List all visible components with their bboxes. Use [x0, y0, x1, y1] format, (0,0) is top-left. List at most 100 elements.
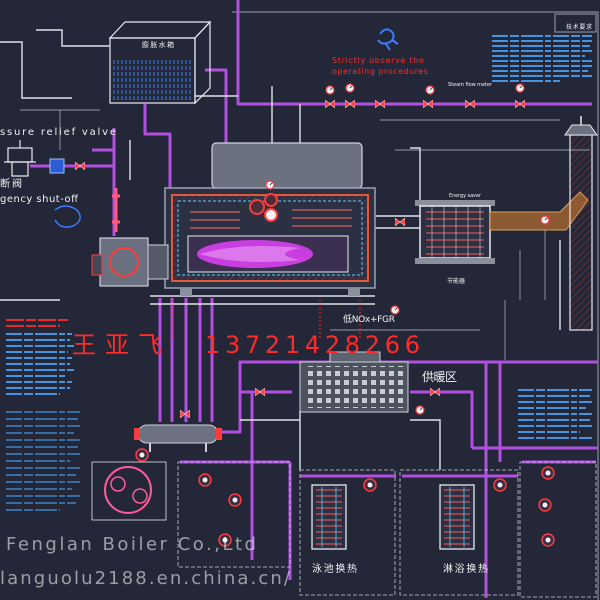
distributor-legs [149, 443, 207, 452]
tank-water [112, 60, 193, 101]
burner [91, 237, 169, 287]
burner-motor [91, 254, 103, 276]
building-windows [304, 366, 404, 408]
process-pipes [0, 29, 561, 470]
shower-exchanger-plates [444, 489, 470, 545]
tech-notes-lines [492, 35, 592, 82]
steam-flow-meter-label: Steam flow meter [448, 82, 493, 88]
shower-heat-exchanger [439, 484, 475, 550]
bath-tank [91, 461, 167, 521]
pressure-gauge [390, 305, 400, 315]
gas-train [112, 188, 120, 232]
energy-saver-label: Energy saver [449, 193, 482, 199]
sight-glass [264, 208, 278, 222]
economizer-body [419, 205, 491, 259]
pool-exchange-label: 泳池换热 [312, 562, 357, 575]
pool-exchanger-plates [316, 489, 342, 545]
expansion-tank: 膨胀水箱 [108, 20, 212, 105]
pressure-gauge [415, 405, 425, 415]
flame-core [200, 246, 300, 262]
heating-building [299, 351, 409, 413]
boiler [164, 142, 376, 296]
steam-distributor [134, 424, 222, 452]
economizer-label-cn: 节能器 [447, 277, 465, 285]
expansion-tank-label: 膨胀水箱 [142, 40, 174, 49]
burner-fan [109, 247, 139, 277]
manhole-1 [249, 199, 265, 215]
relief-valve-outline [4, 140, 36, 177]
shower-exchanger-rods [449, 487, 465, 547]
heating-zone-label: 供暖区 [422, 370, 457, 384]
pool-exchanger-rods [321, 487, 337, 547]
distributor-cap-right [216, 428, 222, 440]
bath-tank-ring [104, 466, 152, 514]
economizer-coils [426, 211, 484, 255]
watermark-company: Fenglan Boiler Co.,Ltd [6, 534, 256, 555]
zone-frame-left [177, 461, 291, 568]
bath-tank-outline [91, 461, 167, 521]
burner-housing [99, 237, 149, 287]
warning-line-1: Strictly observe the [332, 56, 424, 65]
shutoff-actuator [49, 158, 65, 174]
left-notes-block [6, 319, 80, 511]
pool-heat-exchanger [311, 484, 347, 550]
left-notes-lines-lower [6, 411, 80, 511]
safety-warning: Strictly observe the operating procedure… [332, 28, 428, 76]
pump [363, 478, 377, 492]
distributor-cap-left [134, 428, 140, 440]
boiler-foot-right [348, 288, 360, 296]
chimney-stack [569, 134, 593, 331]
economizer-bottom-flange [415, 258, 495, 264]
shutoff-label-en: gency shut-off [0, 194, 79, 205]
watermark-contact-phone: 13721428266 [205, 331, 420, 359]
bath-tank-port-1 [110, 476, 126, 492]
burner-head [147, 244, 169, 280]
right-notes-block [518, 389, 592, 439]
hand-icon [377, 28, 399, 51]
pressure-gauge [345, 83, 355, 93]
economizer [415, 200, 495, 264]
pool-exchanger-frame [311, 484, 347, 550]
proportional-control-sketch [54, 205, 81, 228]
shower-exchange-label: 淋浴换热 [443, 562, 488, 575]
distributor-body [137, 424, 219, 444]
pressure-gauge [515, 83, 525, 93]
technical-notes-block [492, 35, 592, 82]
pressure-gauge [540, 215, 550, 225]
watermark-website: languolu2188.en.china.cn/ [0, 568, 291, 589]
fire-tubes [190, 209, 352, 229]
pump [538, 498, 552, 512]
pump [228, 493, 242, 507]
tank-front [109, 37, 196, 104]
pressure-gauge [425, 85, 435, 95]
pressure-gauge [265, 180, 275, 190]
pump [135, 448, 149, 462]
pump [198, 473, 212, 487]
zone-frame-pool [299, 469, 396, 596]
burner-tech-label: 低NOx+FGR [343, 313, 395, 325]
pump [541, 533, 555, 547]
pump [493, 478, 507, 492]
shower-exchanger-frame [439, 484, 475, 550]
steam-drum [211, 142, 363, 189]
pump [541, 466, 555, 480]
watermark-contact-name: 王亚飞 [72, 331, 162, 359]
chimney-cap [564, 124, 598, 136]
left-notes-red-lines [6, 319, 70, 327]
pressure-gauge [325, 85, 335, 95]
pressure-relief-valve-assembly [4, 140, 120, 232]
zone-frame-shower [399, 469, 519, 596]
instrument-lines [20, 109, 590, 360]
left-notes-lines [6, 333, 74, 395]
right-notes-lines [518, 389, 592, 439]
chimney [564, 116, 598, 331]
zone-frame-right [519, 461, 597, 598]
tech-requirements-title: 技术要求 [566, 23, 592, 31]
drawing-frame [232, 11, 599, 600]
manhole-2 [264, 193, 278, 207]
economizer-top-flange [415, 200, 495, 206]
bath-tank-port-2 [132, 488, 148, 504]
economizer-grid [431, 207, 481, 257]
warning-line-2: operating procedures [332, 67, 428, 76]
